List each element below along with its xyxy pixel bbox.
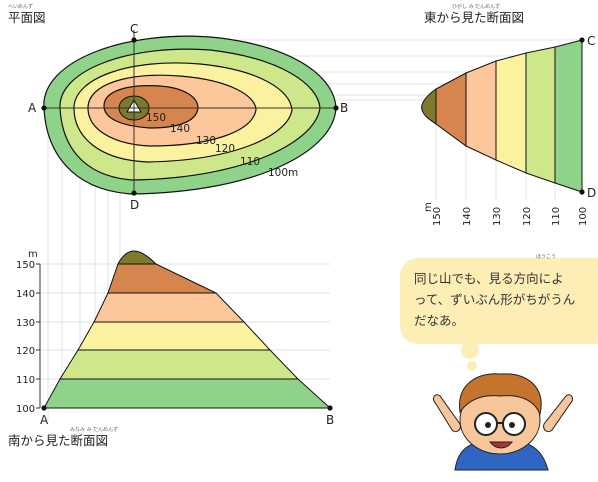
- boy-character-icon: [433, 373, 573, 471]
- south-elev-120: 120: [16, 346, 35, 357]
- south-elev-110: 110: [16, 375, 35, 386]
- contour-label-130: 130: [196, 135, 216, 147]
- contour-label-150: 150: [146, 112, 166, 124]
- plan-title-ruby: へいめんず: [8, 3, 33, 10]
- east-band-100: [554, 39, 583, 193]
- speech-ruby: ほうこう: [536, 254, 556, 260]
- south-band-130: [93, 292, 246, 323]
- south-a-label: A: [40, 413, 49, 427]
- south-elev-130: 130: [16, 318, 35, 329]
- south-band-120: [77, 321, 272, 351]
- speech-bubble: 同じ山でも、見る方向によ って、ずいぶん形がちがうん だなあ。: [400, 258, 598, 344]
- south-elev-100: 100: [16, 404, 35, 415]
- east-elev-120: 120: [522, 207, 533, 226]
- point-c-label: C: [130, 22, 138, 36]
- south-elev-140: 140: [16, 289, 35, 300]
- east-section: ひがし み だんめんず 東から見た断面図 C D m 150 140 130 1…: [421, 3, 596, 226]
- east-title-ruby: ひがし み だんめんず: [452, 3, 500, 10]
- east-c-label: C: [587, 34, 595, 48]
- plan-view: へいめんず 平面図 C D A B 150 140 130 120 110 10…: [8, 3, 348, 212]
- contour-label-110: 110: [240, 156, 260, 168]
- svg-text:ほうこう: ほうこう: [536, 254, 556, 260]
- east-band-150: [421, 88, 437, 125]
- south-band-110: [59, 349, 300, 380]
- south-band-150: [117, 250, 158, 265]
- east-elev-150: 150: [432, 207, 443, 226]
- south-unit: m: [28, 249, 38, 260]
- east-elev-130: 130: [492, 207, 503, 226]
- east-d-label: D: [587, 186, 596, 200]
- south-section: m 150 140 130 120 110 100 A B みなみ み だんめん…: [8, 249, 334, 448]
- point-d-label: D: [130, 198, 139, 212]
- contour-label-120: 120: [215, 143, 235, 155]
- speech-line-3: だなあ。: [414, 313, 465, 328]
- contour-label-140: 140: [170, 123, 190, 135]
- plan-title: 平面図: [8, 10, 46, 25]
- east-elev-110: 110: [551, 207, 562, 226]
- east-band-120: [495, 52, 527, 174]
- point-b-label: B: [340, 101, 348, 115]
- east-elev-100: 100: [578, 207, 589, 226]
- speech-line-1: 同じ山でも、見る方向によ: [414, 271, 564, 286]
- south-title-ruby: みなみ み だんめんず: [70, 426, 118, 433]
- south-band-100: [43, 378, 332, 409]
- east-title: 東から見た断面図: [424, 10, 524, 25]
- south-b-label: B: [326, 413, 334, 427]
- east-unit: m: [423, 202, 434, 212]
- south-title: 南から見た断面図: [8, 433, 108, 448]
- east-band-110: [525, 46, 556, 184]
- east-band-130: [465, 60, 497, 161]
- point-a-label: A: [28, 101, 37, 115]
- east-elev-140: 140: [462, 207, 473, 226]
- south-band-140: [107, 263, 217, 294]
- contour-label-100: 100m: [268, 167, 298, 179]
- speech-line-2: って、ずいぶん形がちがうん: [414, 292, 576, 307]
- south-elev-150: 150: [16, 260, 35, 271]
